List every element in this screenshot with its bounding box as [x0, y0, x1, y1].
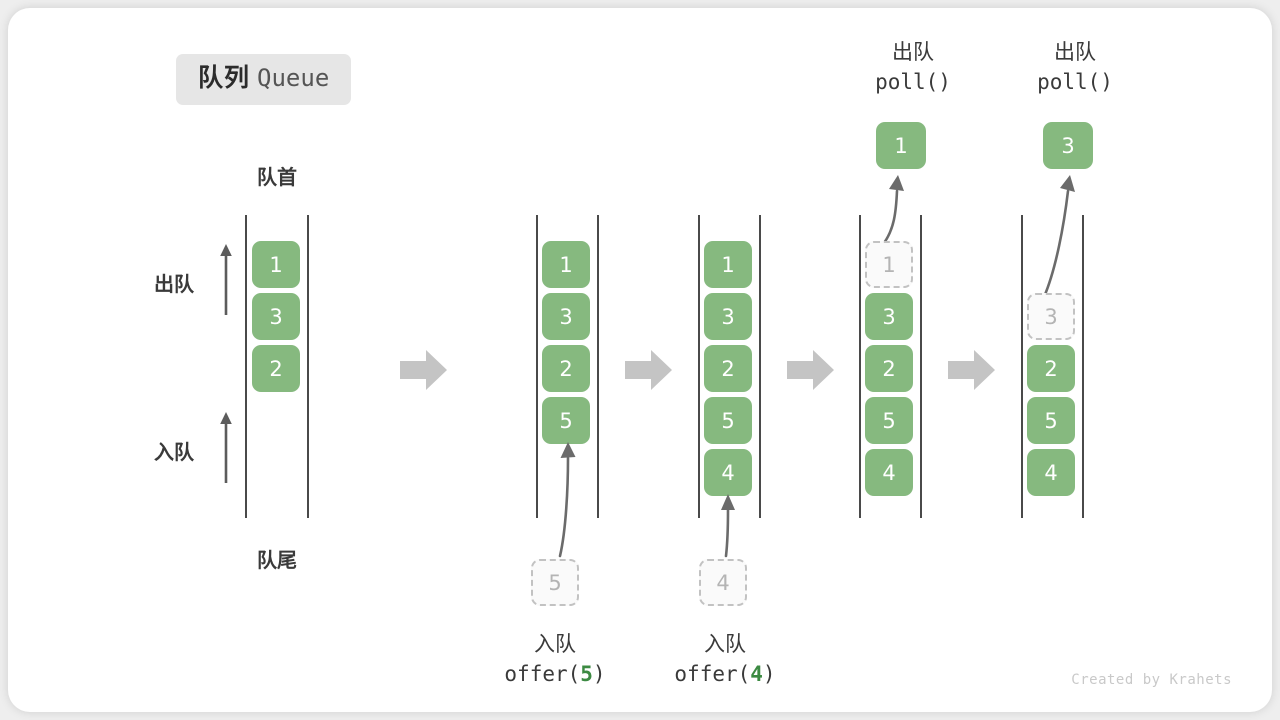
queue-cell: 5	[704, 397, 752, 444]
label-queue-head: 队首	[257, 167, 297, 189]
queue-cell: 5	[542, 397, 590, 444]
step-arrow-icon	[400, 348, 448, 392]
queue-cell: 2	[704, 345, 752, 392]
op-label-cn: 出队	[892, 41, 934, 64]
rail-right-stage-4	[1082, 215, 1084, 518]
op-label-call: poll()	[1037, 69, 1113, 94]
dequeue-flow-arrow-icon	[1030, 173, 1080, 299]
queue-cell: 3	[865, 293, 913, 340]
incoming-ghost-cell: 4	[699, 559, 747, 606]
rail-right-stage-3	[920, 215, 922, 518]
queue-cell: 5	[865, 397, 913, 444]
enqueue-arrow-icon	[218, 411, 234, 483]
title-en: Queue	[257, 64, 330, 92]
rail-left-stage-1	[536, 215, 538, 518]
op-label-poll-1: 出队 poll()	[818, 38, 1008, 98]
title-cn: 队列	[198, 64, 251, 92]
polled-value-cell: 1	[876, 122, 926, 169]
queue-cell: 2	[252, 345, 300, 392]
queue-cell: 1	[542, 241, 590, 288]
label-queue-tail: 队尾	[257, 550, 297, 572]
credit-text: Created by Krahets	[1071, 672, 1232, 688]
label-enqueue-side: 入队	[154, 442, 194, 464]
op-label-cn: 入队	[704, 633, 746, 656]
rail-left-stage-3	[859, 215, 861, 518]
op-label-cn: 入队	[534, 633, 576, 656]
queue-cell-ghost: 3	[1027, 293, 1075, 340]
rail-left-stage-4	[1021, 215, 1023, 518]
queue-cell: 1	[252, 241, 300, 288]
step-arrow-icon	[625, 348, 673, 392]
op-label-call: offer(5)	[504, 661, 606, 686]
dequeue-arrow-icon	[218, 243, 234, 315]
queue-cell: 2	[865, 345, 913, 392]
step-arrow-icon	[948, 348, 996, 392]
queue-cell: 2	[1027, 345, 1075, 392]
enqueue-flow-arrow-icon	[538, 440, 592, 558]
rail-left-stage-0	[245, 215, 247, 518]
op-label-offer-5: 入队 offer(5)	[460, 630, 650, 690]
op-label-offer-4: 入队 offer(4)	[630, 630, 820, 690]
queue-cell: 3	[542, 293, 590, 340]
polled-value-cell: 3	[1043, 122, 1093, 169]
queue-cell: 5	[1027, 397, 1075, 444]
rail-left-stage-2	[698, 215, 700, 518]
rail-right-stage-1	[597, 215, 599, 518]
queue-cell: 2	[542, 345, 590, 392]
step-arrow-icon	[787, 348, 835, 392]
op-label-poll-3: 出队 poll()	[980, 38, 1170, 98]
queue-cell: 4	[865, 449, 913, 496]
enqueue-flow-arrow-icon	[708, 492, 750, 558]
incoming-ghost-cell: 5	[531, 559, 579, 606]
label-dequeue-side: 出队	[154, 274, 194, 296]
queue-cell: 3	[704, 293, 752, 340]
dequeue-flow-arrow-icon	[870, 173, 912, 245]
op-label-cn: 出队	[1054, 41, 1096, 64]
rail-right-stage-2	[759, 215, 761, 518]
queue-cell: 3	[252, 293, 300, 340]
queue-cell: 4	[1027, 449, 1075, 496]
op-label-call: offer(4)	[674, 661, 776, 686]
rail-right-stage-0	[307, 215, 309, 518]
queue-cell-ghost: 1	[865, 241, 913, 288]
queue-cell: 1	[704, 241, 752, 288]
queue-cell: 4	[704, 449, 752, 496]
op-label-call: poll()	[875, 69, 951, 94]
